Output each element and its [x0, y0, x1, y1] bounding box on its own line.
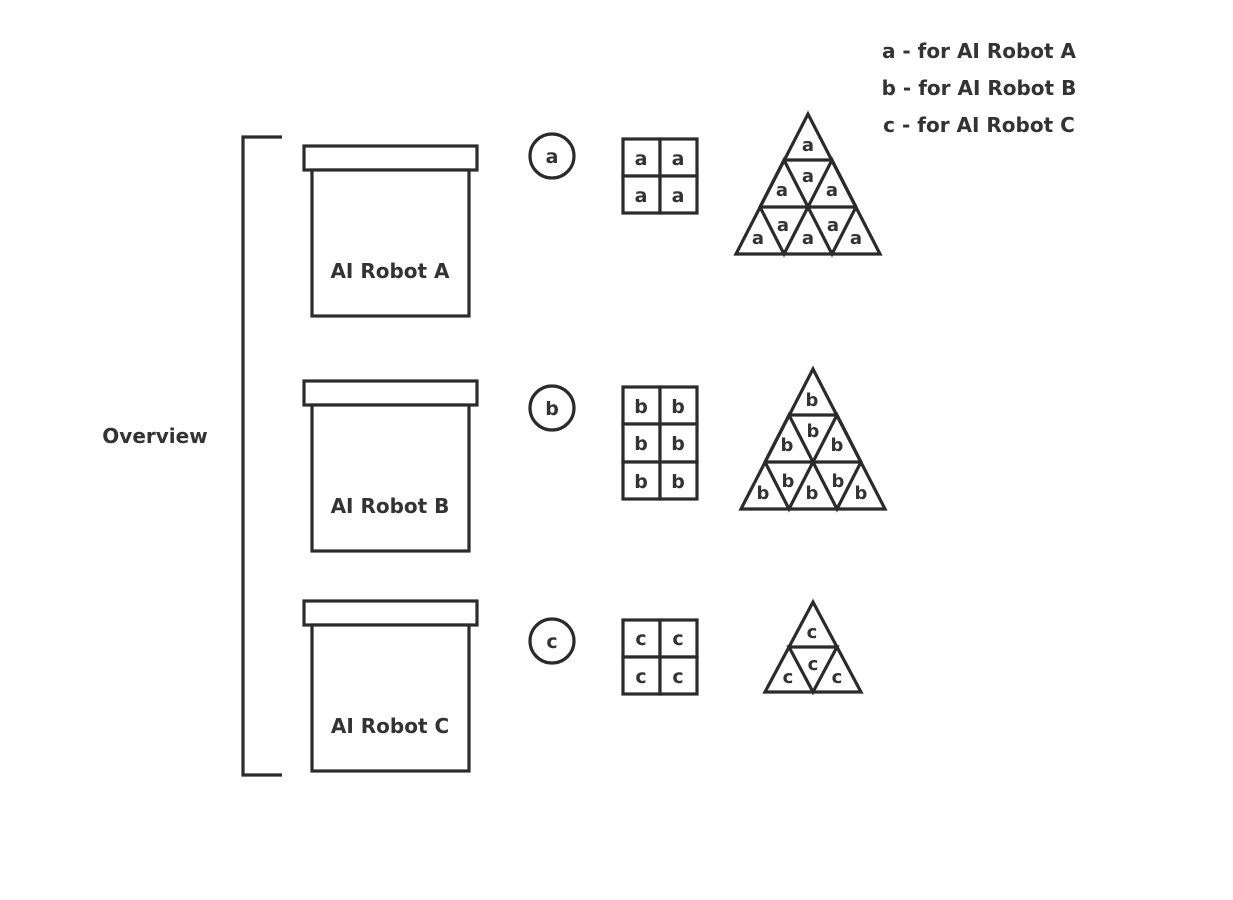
robot-c-label: AI Robot C: [331, 714, 449, 738]
robot-a-circle-letter: a: [546, 146, 559, 168]
triangle-letter: a: [802, 166, 814, 187]
triangle-letter: a: [752, 228, 764, 249]
legend-item-c: c - for AI Robot C: [883, 113, 1075, 137]
legend-item-b: b - for AI Robot B: [882, 76, 1077, 100]
triangle-letter: a: [802, 228, 814, 249]
triangle-letter: a: [850, 228, 862, 249]
overview-bracket: [241, 135, 282, 777]
robot-c-circle-letter: c: [546, 631, 557, 653]
grid-cell-letter: c: [635, 666, 646, 688]
triangle-letter: b: [806, 483, 819, 504]
triangle-letter: b: [855, 483, 868, 504]
triangle-letter: c: [832, 667, 843, 688]
grid-cell-letter: a: [635, 185, 648, 207]
grid-cell-letter: b: [634, 396, 648, 418]
grid-cell-letter: c: [672, 666, 683, 688]
robot-b-label: AI Robot B: [331, 494, 450, 518]
triangle-letter: c: [783, 667, 794, 688]
robot-b-row: AI Robot B b b b b b b b b: [302, 365, 888, 553]
robot-c-lid: [302, 599, 479, 627]
robot-a-grid: a a a a: [621, 137, 699, 215]
grid-cell-letter: b: [634, 471, 648, 493]
robot-a-lid: [302, 144, 479, 172]
triangle-letter: a: [827, 215, 839, 236]
overview-label: Overview: [102, 424, 207, 448]
grid-cell-letter: a: [672, 148, 685, 170]
robot-a-triangle: a a a a a a a a a: [733, 110, 883, 258]
legend: a - for AI Robot A b - for AI Robot B c …: [882, 39, 1077, 137]
robot-b-body: [310, 403, 471, 553]
robot-a-body: [310, 168, 471, 318]
robot-b-letter-circle: [528, 384, 576, 432]
grid-cell-letter: c: [635, 628, 646, 650]
robot-b-triangle: b b b b b b b b b: [738, 365, 888, 513]
triangle-letter: b: [781, 435, 794, 456]
grid-cell-letter: b: [671, 433, 685, 455]
triangle-letter: a: [776, 180, 788, 201]
triangle-letter: a: [802, 135, 814, 156]
grid-cell-letter: a: [635, 148, 648, 170]
triangle-letter: a: [826, 180, 838, 201]
triangle-letter: b: [757, 483, 770, 504]
robot-b-grid: b b b b b b: [621, 385, 699, 501]
robot-c-body: [310, 623, 471, 773]
robot-a-row: AI Robot A a a a a a a a a a a: [302, 110, 883, 318]
grid-cell-letter: b: [634, 433, 648, 455]
triangle-letter: c: [808, 654, 819, 675]
triangle-letter: b: [832, 471, 845, 492]
triangle-letter: b: [782, 471, 795, 492]
triangle-letter: a: [777, 215, 789, 236]
triangle-letter: c: [807, 622, 818, 643]
robot-b-lid: [302, 379, 479, 407]
robot-c-grid: c c c c: [621, 618, 699, 696]
grid-cell-letter: a: [672, 185, 685, 207]
triangle-letter: b: [807, 421, 820, 442]
robot-a-label: AI Robot A: [330, 259, 450, 283]
robot-b-circle-letter: b: [545, 398, 559, 420]
robot-c-row: AI Robot C c c c c c c c c c: [302, 598, 864, 773]
grid-cell-letter: b: [671, 396, 685, 418]
robot-c-letter-circle: [528, 617, 576, 665]
robot-c-triangle: c c c c: [762, 598, 864, 696]
grid-cell-letter: b: [671, 471, 685, 493]
triangle-letter: b: [806, 390, 819, 411]
robot-a-letter-circle: [528, 132, 576, 180]
legend-item-a: a - for AI Robot A: [882, 39, 1077, 63]
grid-cell-letter: c: [672, 628, 683, 650]
triangle-letter: b: [831, 435, 844, 456]
